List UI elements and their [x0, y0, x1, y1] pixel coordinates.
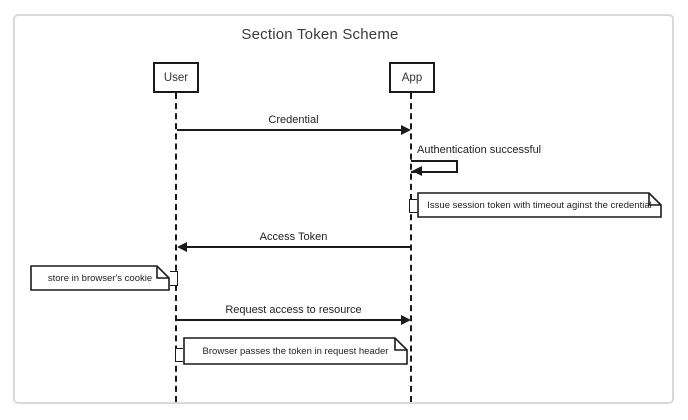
lifeline-user	[175, 93, 177, 402]
note-shape	[30, 265, 170, 291]
message-auth-label: Authentication successful	[417, 144, 542, 156]
lifeline-app	[410, 93, 412, 402]
message-auth-selfloop	[411, 160, 458, 173]
arrowhead-left-icon	[412, 166, 422, 176]
message-credential-line	[177, 129, 403, 131]
arrowhead-left-icon	[177, 242, 187, 252]
note-store-cookie-text: store in browser's cookie	[47, 272, 153, 284]
message-request-access-label: Request access to resource	[225, 304, 362, 316]
message-credential-label: Credential	[268, 114, 319, 126]
arrowhead-right-icon	[401, 315, 411, 325]
message-request-access-line	[177, 319, 403, 321]
diagram-border	[13, 14, 674, 404]
note-request-header-text: Browser passes the token in request head…	[202, 345, 389, 357]
note-request-header: Browser passes the token in request head…	[183, 337, 408, 365]
message-access-token-label: Access Token	[259, 231, 328, 243]
note-shape	[183, 337, 408, 365]
note-store-cookie: store in browser's cookie	[30, 265, 170, 291]
arrowhead-right-icon	[401, 125, 411, 135]
actor-app: App	[389, 62, 435, 93]
note-connector	[409, 199, 417, 213]
actor-user-label: User	[163, 71, 189, 84]
diagram-title: Section Token Scheme	[241, 26, 399, 43]
note-connector	[175, 348, 183, 362]
note-issue-token: Issue session token with timeout aginst …	[417, 192, 662, 218]
note-issue-token-text: Issue session token with timeout aginst …	[427, 199, 652, 211]
actor-app-label: App	[401, 71, 423, 84]
note-connector	[170, 271, 178, 286]
message-access-token-line	[184, 246, 410, 248]
actor-user: User	[153, 62, 199, 93]
note-shape	[417, 192, 662, 218]
